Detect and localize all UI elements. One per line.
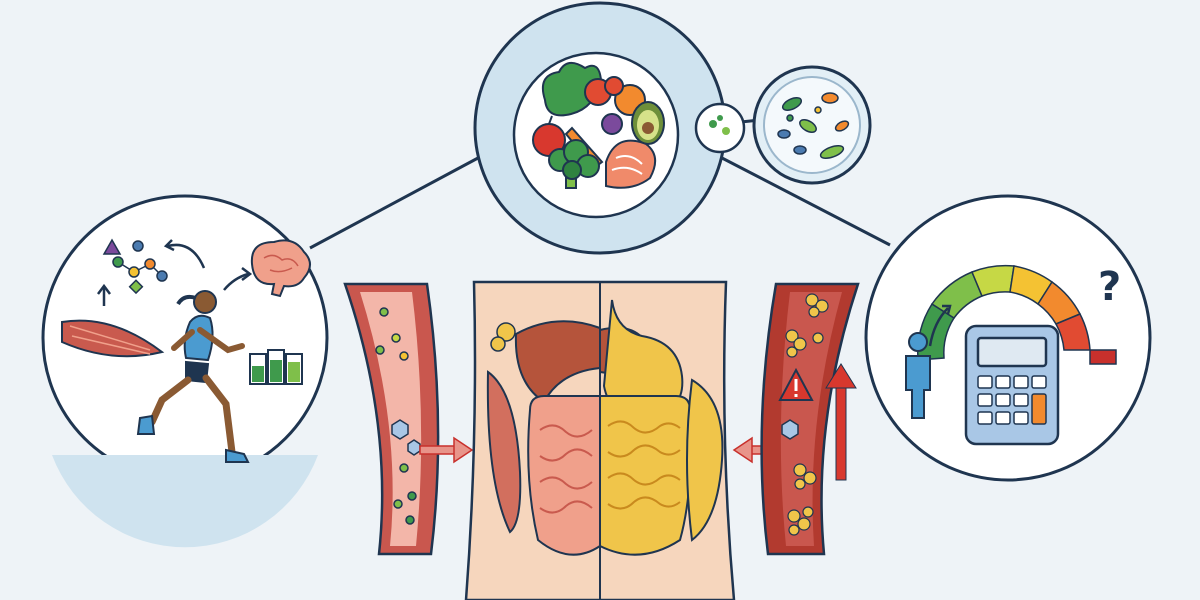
runner-icon <box>136 290 250 463</box>
person-icon <box>905 332 931 419</box>
intestine-icon <box>527 395 601 556</box>
microbe-link-icon <box>694 102 746 154</box>
nutrition-panel <box>473 1 727 255</box>
molecule-icon <box>102 238 168 295</box>
salmon-icon <box>605 139 657 189</box>
warning-icon <box>778 367 814 401</box>
blood-vessel-icon-right <box>760 282 860 556</box>
exercise-panel <box>41 194 329 548</box>
broccoli-icon <box>548 139 600 189</box>
question-mark-icon: ? <box>1098 264 1121 310</box>
lettuce-icon <box>541 61 603 117</box>
up-arrow-icon <box>825 363 857 481</box>
apple-icon <box>532 115 566 157</box>
brain-icon <box>250 239 311 298</box>
microbiome-panel <box>752 65 872 185</box>
metabolic-health-panel: ? <box>864 194 1152 482</box>
muscle-icon <box>61 319 165 358</box>
visceral-fat-icon <box>599 378 724 556</box>
arrow-icons <box>97 239 253 306</box>
calculator-icon <box>964 324 1060 446</box>
body-torso <box>464 280 736 600</box>
right-arrow-icon <box>419 436 474 464</box>
muscle-icon <box>486 370 522 534</box>
eggplant-icon <box>601 113 623 135</box>
bacteria-icon <box>777 92 850 159</box>
blood-vessel-icon-left <box>343 282 440 556</box>
battery-icon <box>249 349 303 385</box>
avocado-icon <box>631 101 665 145</box>
liver-icon <box>514 320 601 404</box>
